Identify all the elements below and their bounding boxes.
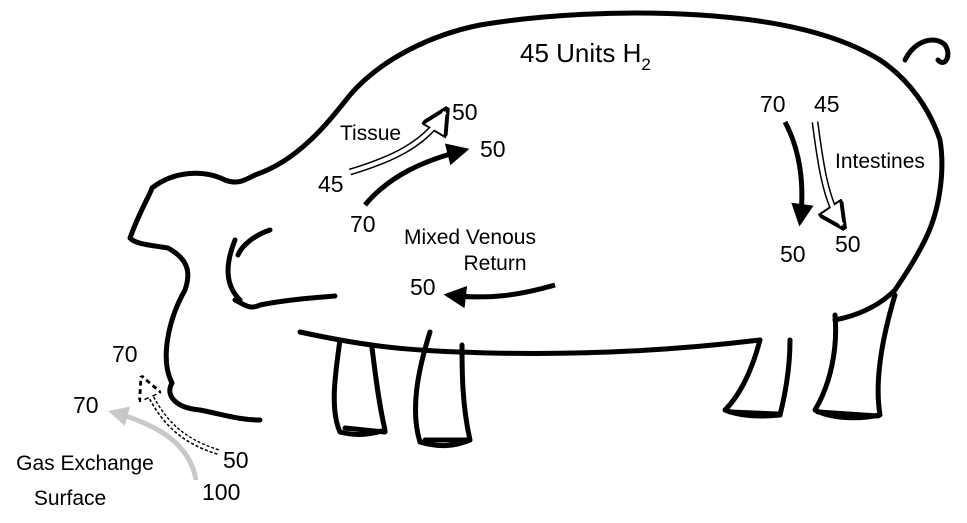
intestines-label: Intestines — [835, 150, 925, 173]
gas-label-line1: Gas Exchange — [16, 452, 154, 475]
tissue-out-hollow-value: 50 — [452, 99, 478, 125]
tissue-in-solid-value: 70 — [350, 211, 376, 237]
pig-outline — [130, 13, 948, 446]
intestines-out-solid-value: 50 — [780, 241, 806, 267]
gas-label-line2: Surface — [34, 487, 106, 510]
gas-in-gray-value: 100 — [202, 479, 240, 505]
dotted-arrow — [143, 380, 218, 452]
venous-value: 50 — [410, 274, 436, 300]
intestines-out-hollow-value: 50 — [835, 231, 861, 257]
gas-out-dotted-value: 70 — [112, 341, 138, 367]
tissue-out-solid-value: 50 — [480, 136, 506, 162]
solid-arrow — [785, 122, 802, 222]
solid-arrow — [448, 285, 555, 297]
hollow-arrow-inner — [815, 122, 842, 225]
dotted-arrow-inner — [143, 380, 218, 452]
title-text: 45 Units H2 — [520, 38, 651, 74]
tissue-label: Tissue — [340, 122, 401, 145]
gas-in-dotted-value: 50 — [223, 447, 249, 473]
venous-label-line2: Return — [463, 252, 526, 275]
gas-out-gray-value: 70 — [73, 392, 99, 418]
intestines-in-solid-value: 70 — [760, 91, 786, 117]
intestines-in-hollow-value: 45 — [814, 91, 840, 117]
tissue-in-hollow-value: 45 — [318, 171, 344, 197]
venous-label-line1: Mixed Venous — [404, 226, 536, 249]
